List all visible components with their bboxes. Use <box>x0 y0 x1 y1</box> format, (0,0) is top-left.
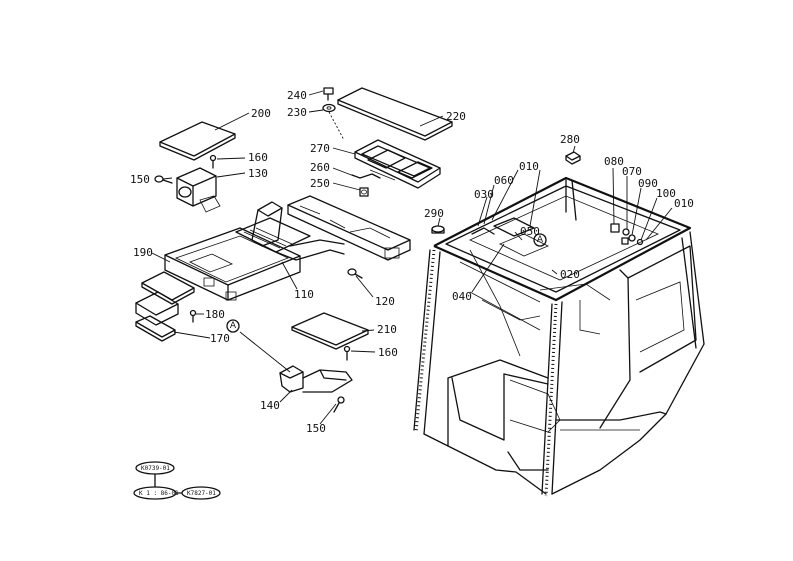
label-200: 200 <box>251 107 271 120</box>
screw-180 <box>189 309 197 323</box>
label-100: 100 <box>656 187 676 200</box>
label-150-lower: 150 <box>306 422 326 435</box>
label-070: 070 <box>622 165 642 178</box>
screw-150-lower <box>333 396 345 413</box>
label-220: 220 <box>446 110 466 123</box>
label-050: 050 <box>520 225 540 238</box>
duct-tray-110 <box>164 201 345 301</box>
duct-140 <box>279 365 353 393</box>
fitting-100 <box>636 238 644 246</box>
label-060: 060 <box>494 174 514 187</box>
cover-panel-220 <box>337 87 453 141</box>
label-280: 280 <box>560 133 580 146</box>
leader-lines <box>151 90 673 425</box>
label-250: 250 <box>310 177 330 190</box>
reference-code-bottom-left: K 1 : 86-01 <box>139 490 179 497</box>
reference-code-top: K0739-01 <box>141 465 170 472</box>
label-240: 240 <box>287 89 307 102</box>
vent-assembly-270 <box>354 139 441 189</box>
bracket-260 <box>351 173 381 179</box>
reference-marker-a-left-label: A <box>230 321 237 331</box>
label-260: 260 <box>310 161 330 174</box>
label-140: 140 <box>260 399 280 412</box>
label-190: 190 <box>133 246 153 259</box>
upper-duct <box>287 195 411 261</box>
bolt-120 <box>347 268 363 279</box>
label-180: 180 <box>205 308 225 321</box>
filter-housing-170 <box>135 291 179 342</box>
cap-280 <box>565 151 581 165</box>
label-030: 030 <box>474 188 494 201</box>
cab-frame <box>413 176 705 497</box>
label-040: 040 <box>452 290 472 303</box>
reference-marker-a-right-label: A <box>537 235 544 245</box>
label-080: 080 <box>604 155 624 168</box>
reference-code-bottom-right: K7827-01 <box>187 490 216 497</box>
label-010-right: 010 <box>674 197 694 210</box>
label-130: 130 <box>248 167 268 180</box>
label-150-left: 150 <box>130 173 150 186</box>
washer-230 <box>322 103 336 113</box>
label-120: 120 <box>375 295 395 308</box>
label-110: 110 <box>294 288 314 301</box>
label-170: 170 <box>210 332 230 345</box>
screw-160-lower <box>343 345 351 361</box>
label-010-top: 010 <box>519 160 539 173</box>
label-020: 020 <box>560 268 580 281</box>
clip-080 <box>610 223 620 233</box>
blower-130 <box>176 167 221 213</box>
part-number-labels: 240 230 220 200 160 150 130 270 260 250 … <box>130 89 694 435</box>
screw-160-upper <box>209 154 217 169</box>
label-270: 270 <box>310 142 330 155</box>
label-290: 290 <box>424 207 444 220</box>
reference-marker-a-left: A <box>226 319 240 333</box>
label-210: 210 <box>377 323 397 336</box>
clip-250 <box>359 187 369 197</box>
reference-marker-a-right: A <box>533 233 547 247</box>
label-230: 230 <box>287 106 307 119</box>
bolt-240 <box>323 87 334 101</box>
plate-210 <box>291 312 369 350</box>
label-160-lower: 160 <box>378 346 398 359</box>
reference-code-badges: K0739-01 K 1 : 86-01 K7827-01 <box>133 461 221 500</box>
filter-190 <box>141 271 195 305</box>
label-090: 090 <box>638 177 658 190</box>
screw-150-left <box>154 175 173 184</box>
cap-290 <box>431 225 445 234</box>
label-160-upper: 160 <box>248 151 268 164</box>
plate-200 <box>159 121 236 161</box>
